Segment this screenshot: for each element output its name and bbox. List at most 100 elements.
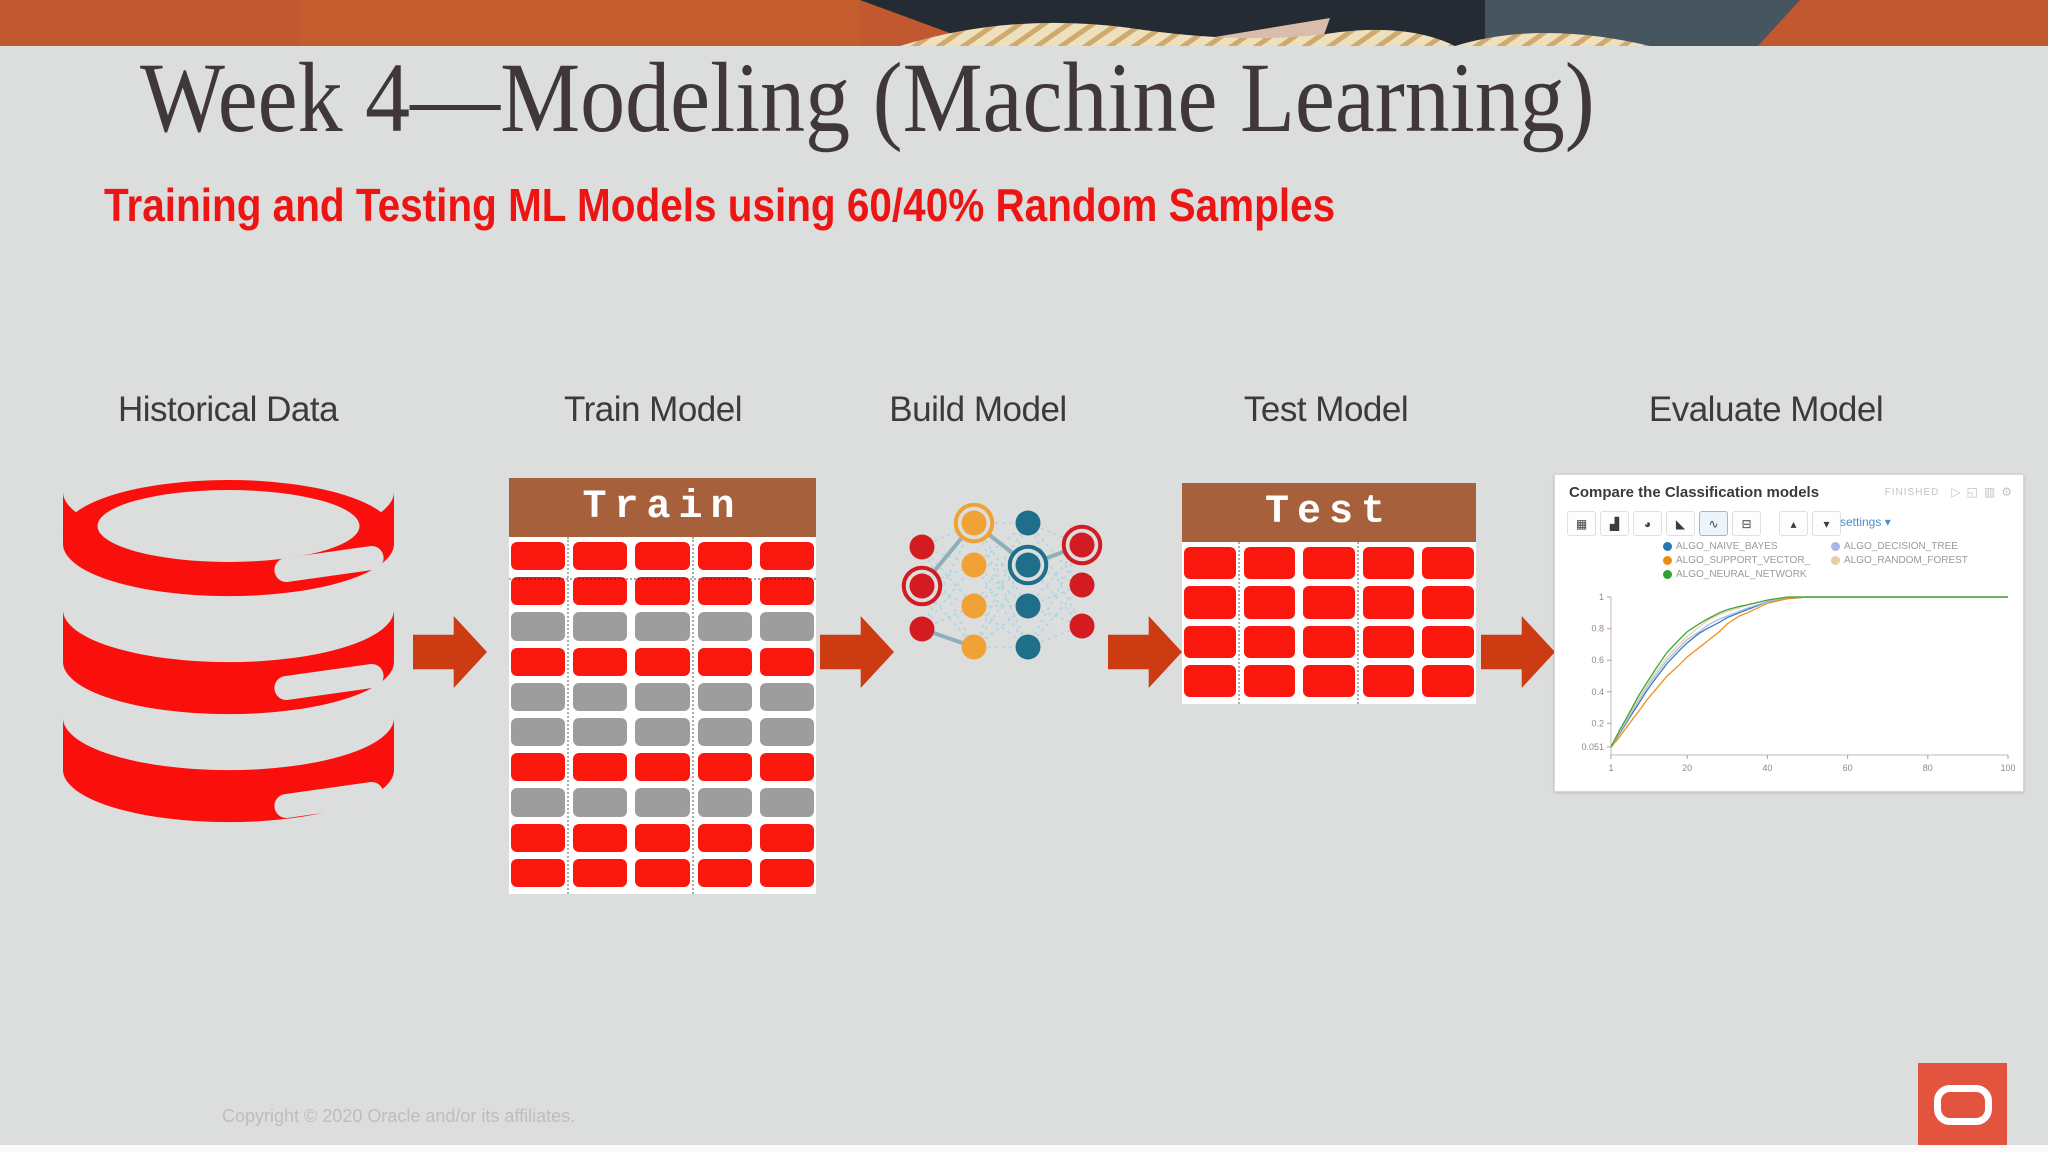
status-badge: FINISHED xyxy=(1884,486,1940,498)
table-cell-red xyxy=(697,753,752,782)
bar-chart-icon[interactable]: ▟ xyxy=(1600,511,1629,536)
svg-text:0.051: 0.051 xyxy=(1581,742,1604,752)
table-cell-gray xyxy=(697,788,752,817)
evaluate-model-card: Compare the Classification models FINISH… xyxy=(1554,474,2024,792)
legend-item-algo_naive_bayes[interactable]: ALGO_NAIVE_BAYES xyxy=(1663,541,1831,552)
svg-text:80: 80 xyxy=(1923,763,1933,773)
dropdown-caret-icon[interactable]: ▾ xyxy=(1812,511,1841,536)
svg-text:20: 20 xyxy=(1682,763,1692,773)
step-label-test-model: Test Model xyxy=(1243,390,1409,429)
expand-icon[interactable]: ◱ xyxy=(1966,485,1979,499)
svg-text:0.2: 0.2 xyxy=(1591,718,1604,728)
svg-text:100: 100 xyxy=(2000,763,2015,773)
legend-item-algo_support_vector_[interactable]: ALGO_SUPPORT_VECTOR_ xyxy=(1663,555,1831,566)
svg-text:0.8: 0.8 xyxy=(1591,624,1604,634)
table-cell-red xyxy=(573,858,628,887)
table-cell-red xyxy=(511,542,566,571)
table-cell-red xyxy=(511,577,566,606)
page-subtitle: Training and Testing ML Models using 60/… xyxy=(104,179,1336,231)
oracle-o-icon xyxy=(1933,1085,1992,1125)
table-cell-red xyxy=(635,858,690,887)
legend-label: ALGO_RANDOM_FOREST xyxy=(1844,555,1968,566)
pie-chart-icon[interactable]: ◕ xyxy=(1633,511,1662,536)
table-cell-red xyxy=(573,647,628,676)
train-table-header: Train xyxy=(509,478,816,537)
table-cell-gray xyxy=(511,718,566,747)
svg-text:60: 60 xyxy=(1843,763,1853,773)
table-cell-red xyxy=(573,753,628,782)
svg-text:1: 1 xyxy=(1599,592,1604,602)
table-cell-red xyxy=(697,858,752,887)
flow-arrow-3 xyxy=(1108,616,1182,688)
legend-label: ALGO_NAIVE_BAYES xyxy=(1676,541,1778,552)
dotted-separator xyxy=(509,578,816,580)
table-cell-red xyxy=(1184,664,1236,697)
table-cell-red xyxy=(1422,547,1474,580)
table-icon[interactable]: ▦ xyxy=(1567,511,1596,536)
table-cell-red xyxy=(759,647,814,676)
table-cell-gray xyxy=(635,612,690,641)
table-cell-red xyxy=(1243,547,1296,580)
table-cell-red xyxy=(1362,547,1415,580)
svg-text:40: 40 xyxy=(1762,763,1772,773)
legend-label: ALGO_SUPPORT_VECTOR_ xyxy=(1676,555,1811,566)
table-cell-gray xyxy=(635,682,690,711)
table-cell-red xyxy=(573,542,628,571)
table-cell-red xyxy=(635,753,690,782)
table-cell-gray xyxy=(573,612,628,641)
table-cell-red xyxy=(1303,664,1355,697)
legend-item-algo_decision_tree[interactable]: ALGO_DECISION_TREE xyxy=(1831,541,1999,552)
table-cell-red xyxy=(511,858,566,887)
step-label-build-model: Build Model xyxy=(889,390,1067,429)
table-cell-red xyxy=(635,647,690,676)
decorative-banner xyxy=(0,0,2048,46)
header-icons: ▷ ◱ ▥ ⚙ xyxy=(1946,485,2013,499)
bottom-strip xyxy=(0,1145,2048,1152)
table-cell-gray xyxy=(573,718,628,747)
table-cell-gray xyxy=(697,612,752,641)
copyright-text: Copyright © 2020 Oracle and/or its affil… xyxy=(222,1106,576,1126)
svg-text:0.6: 0.6 xyxy=(1591,655,1604,665)
table-cell-red xyxy=(635,577,690,606)
settings-link[interactable]: settings ▾ xyxy=(1840,515,1891,529)
train-table-body xyxy=(509,537,816,894)
table-cell-gray xyxy=(635,718,690,747)
legend-dot xyxy=(1663,570,1672,579)
legend-item-algo_random_forest[interactable]: ALGO_RANDOM_FOREST xyxy=(1831,555,1999,566)
download-icon[interactable]: ▴ xyxy=(1779,511,1808,536)
neural-network-icon xyxy=(901,503,1103,660)
flow-arrow-1 xyxy=(413,616,487,688)
play-icon[interactable]: ▷ xyxy=(1951,485,1962,499)
svg-text:1: 1 xyxy=(1608,763,1613,773)
table-cell-red xyxy=(1422,586,1474,619)
table-cell-gray xyxy=(511,682,566,711)
box-plot-icon[interactable]: ⊟ xyxy=(1732,511,1761,536)
table-cell-red xyxy=(697,542,752,571)
dotted-separator xyxy=(567,537,570,894)
table-cell-red xyxy=(573,823,628,852)
chart-icon[interactable]: ▥ xyxy=(1983,485,1997,499)
gear-icon[interactable]: ⚙ xyxy=(2001,485,2013,499)
table-cell-gray xyxy=(697,682,752,711)
legend-dot xyxy=(1663,542,1672,551)
table-cell-red xyxy=(511,823,566,852)
table-cell-red xyxy=(635,542,690,571)
table-cell-red xyxy=(573,577,628,606)
dotted-separator xyxy=(1356,542,1359,704)
table-cell-red xyxy=(635,823,690,852)
table-cell-red xyxy=(1184,547,1236,580)
table-cell-red xyxy=(1243,586,1296,619)
table-cell-gray xyxy=(759,718,814,747)
step-label-historical-data: Historical Data xyxy=(117,390,339,429)
legend-item-algo_neural_network[interactable]: ALGO_NEURAL_NETWORK xyxy=(1663,569,1831,580)
line-chart-icon[interactable]: ∿ xyxy=(1699,511,1728,536)
train-table: Train xyxy=(509,478,816,894)
table-cell-red xyxy=(1362,586,1415,619)
table-cell-red xyxy=(1243,664,1296,697)
area-chart-icon[interactable]: ◣ xyxy=(1666,511,1695,536)
dotted-separator xyxy=(691,537,694,894)
test-table-body xyxy=(1182,542,1476,704)
table-cell-red xyxy=(1243,625,1296,658)
svg-text:0.4: 0.4 xyxy=(1591,687,1604,697)
